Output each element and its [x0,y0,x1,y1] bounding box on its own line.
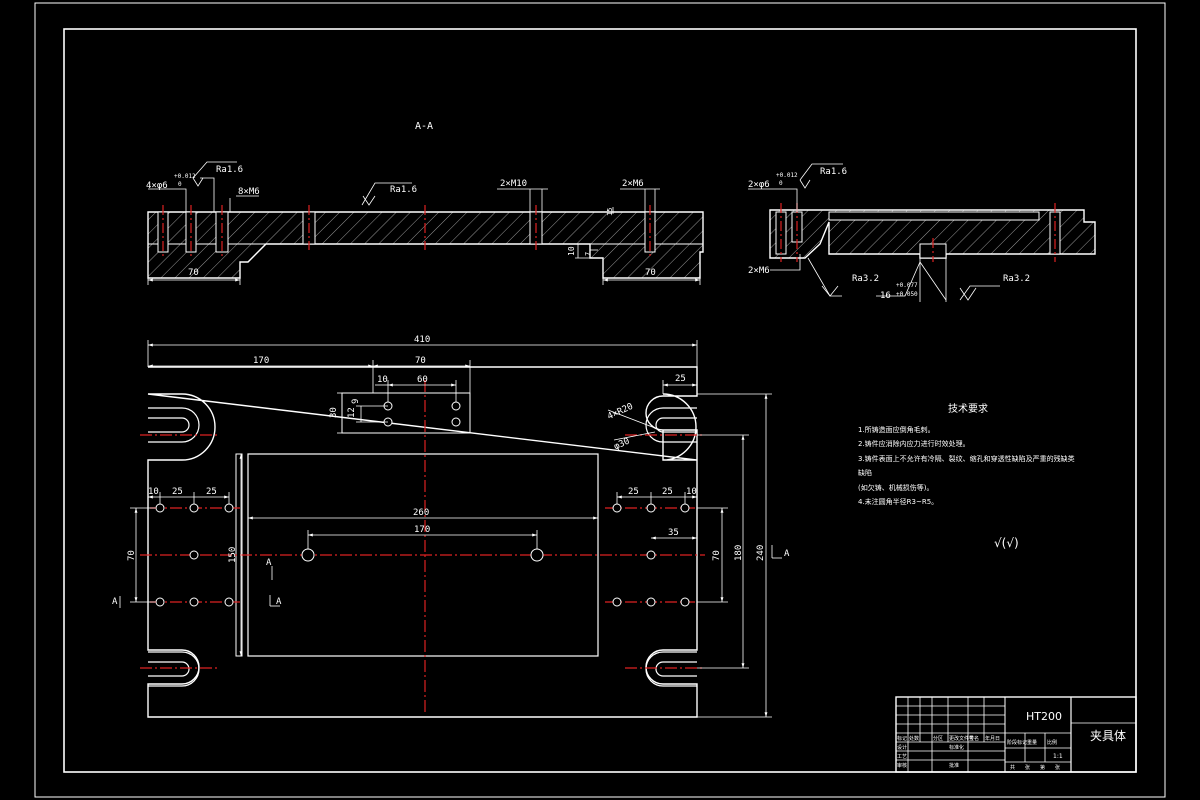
tb-label-stage: 阶段标记 [1007,739,1027,746]
section-view-right: 2×φ6 +0.012 0 Ra1.6 2×M6 Ra3.2 16 +0.077… [748,163,1096,302]
dim-left-150: 150 [228,547,238,563]
tb-label-count: 处数 [909,735,919,742]
part-name: 夹具体 [1090,729,1126,743]
roughness-left: Ra1.6 [216,165,243,175]
drawing-frame [63,28,1137,773]
slot-callout: 4×R20 [606,402,635,423]
dim-right-70: 70 [712,550,722,561]
tb-label-standard: 标准化 [949,744,964,751]
section-label: A-A [415,121,433,132]
dim-center-170: 170 [414,525,430,535]
slot-dia-callout: φ30 [613,436,632,452]
dim-right-25b: 25 [662,487,673,497]
dim-12: 12 [347,407,357,418]
dim-right-35: 35 [668,528,679,538]
material: HT200 [1026,710,1062,723]
tol-left: +0.012 [174,173,196,180]
side-holes-callout: 2×φ6 [748,180,770,190]
tb-label-weight: 重量 [1027,739,1037,746]
dim-left-25a: 25 [172,487,183,497]
dim-left-25b: 25 [206,487,217,497]
plan-view: 410 170 70 10 60 30 12 9 25 4×R20 φ30 10… [112,335,790,718]
dim-right-240: 240 [756,545,766,561]
section-mark-a2: A [112,597,118,607]
section-mark-a3: A [276,597,282,607]
step-height-dim: 10 [567,246,576,256]
side-tol-zero: 0 [779,180,783,187]
depth-dim: 15 [606,208,614,216]
side-thread-callout: 2×M6 [748,266,770,276]
dim-right-70: 70 [645,268,656,278]
note-item-5: 4.未注圆角半径R3~R5。 [858,498,939,506]
tb-label-sheet: 张 [1055,764,1060,771]
tb-label-review: 审核 [897,762,907,769]
side-fit-dim: 16 [880,291,891,301]
tb-label-sheets: 张 [1025,764,1030,771]
dim-center-260: 260 [413,508,429,518]
note-item-4: (如欠铸、机械损伤等)。 [858,483,934,492]
step-height-dim-2: 7 [584,252,592,256]
side-fit-upper: +0.077 [896,282,918,289]
dim-left-70: 70 [127,550,137,561]
thread-right-callout: 2×M6 [622,179,644,189]
dim-10: 10 [377,375,388,385]
side-roughness-top: Ra1.6 [820,167,847,177]
tb-label-sign: 签名 [969,735,979,742]
dim-left-170: 170 [253,356,269,366]
dim-right-10: 10 [686,487,697,497]
dim-right-180: 180 [734,545,744,561]
section-view-left: 4×φ6 +0.012 0 Ra1.6 8×M6 Ra1.6 2×M10 2×M… [146,161,704,285]
dim-right-25a: 25 [628,487,639,497]
dim-9: 9 [351,399,361,404]
holes-left-callout: 4×φ6 [146,181,168,191]
tb-label-process: 工艺 [897,754,907,760]
tol-left-zero: 0 [178,181,182,188]
tb-label-ratio: 比例 [1047,739,1057,746]
dim-top-70: 70 [415,356,426,366]
side-tol: +0.012 [776,172,798,179]
tb-label-change: 更改文件号 [949,735,974,742]
dim-25-top: 25 [675,374,686,384]
dim-overall: 410 [414,335,430,345]
dim-left-10: 10 [148,487,159,497]
side-roughness-right: Ra3.2 [1003,274,1030,284]
dim-left-70: 70 [188,268,199,278]
note-item-3: 3.铸件表面上不允许有冷隔、裂纹、缩孔和穿透性缺陷及严重的残缺类缺陷 [858,454,1075,478]
tb-label-design: 设计 [897,744,907,751]
roughness-mid: Ra1.6 [390,185,417,195]
tb-label-total: 共 [1010,764,1015,771]
scale-value: 1:1 [1053,753,1063,760]
holes-mid-callout: 2×M10 [500,179,527,189]
note-item-1: 1.所铸造面应倒角毛刺。 [858,425,935,434]
notes-title: 技术要求 [948,404,988,415]
section-mark-a1: A [266,558,272,568]
tb-label-date: 年月日 [985,735,1000,742]
tb-label-no: 第 [1040,764,1045,771]
dim-30: 30 [329,407,339,418]
section-mark-a4: A [784,549,790,559]
general-roughness-symbol: √(√) [994,536,1019,550]
title-block [895,696,1137,773]
thread-left-callout: 8×M6 [238,187,260,197]
side-fit-lower: +0.050 [896,291,918,298]
technical-requirements: 技术要求 1.所铸造面应倒角毛刺。 2.铸件应消除内应力进行时效处理。 3.铸件… [858,403,1078,510]
tb-label-mark: 标记 [897,735,907,742]
sheet-border [34,2,1166,798]
dim-60: 60 [417,375,428,385]
tb-label-approve: 批准 [949,762,959,769]
note-item-2: 2.铸件应消除内应力进行时效处理。 [858,440,970,448]
side-roughness-left: Ra3.2 [852,274,879,284]
tb-label-zone: 分区 [933,735,943,742]
